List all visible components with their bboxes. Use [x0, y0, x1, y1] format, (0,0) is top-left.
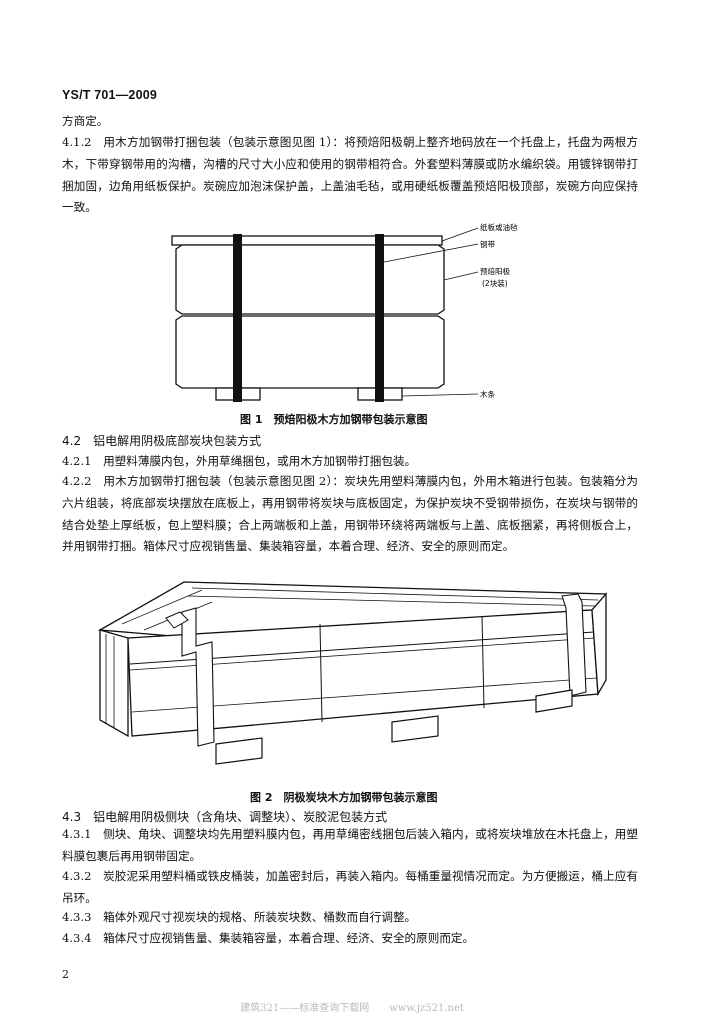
paragraph-4-3-2: 4.3.2 炭胶泥采用塑料桶或铁皮桶装，加盖密封后，再装入箱内。每桶重量视情况而… [62, 869, 638, 905]
section-heading-4-3: 4.3 铝电解用阴极侧块（含角块、调整块）、炭胶泥包装方式 [62, 810, 388, 824]
standard-code-header: YS/T 701—2009 [62, 88, 158, 102]
paragraph-4-3-1: 4.3.1 侧块、角块、调整块均先用塑料膜内包，再用草绳密线捆包后装入箱内，或将… [62, 827, 638, 863]
paragraph-4-3-4: 4.3.4 箱体尺寸应视销售量、集装箱容量，本着合理、经济、安全的原则而定。 [62, 931, 475, 945]
figure-1-caption: 图 1 预焙阳极木方加钢带包装示意图 [240, 413, 428, 426]
label-cover: 纸板或油毡 [480, 222, 518, 232]
paragraph-4-1-2: 4.1.2 用木方加钢带打捆包装（包装示意图见图 1）：将预焙阳极朝上整齐地码放… [62, 135, 638, 215]
paragraph-4-2-2: 4.2.2 用木方加钢带打捆包装（包装示意图见图 2）：炭块先用塑料薄膜内包，外… [62, 474, 638, 554]
page-number: 2 [62, 968, 69, 981]
label-strap: 钢带 [480, 239, 495, 249]
paragraph-4-3-3: 4.3.3 箱体外观尺寸视炭块的规格、所装炭块数、桶数而自行调整。 [62, 910, 417, 924]
paragraph-continuation: 方商定。 [62, 114, 109, 128]
footer-watermark: 建筑321——标准查询下载网 www.jz521.net [240, 1003, 464, 1014]
paragraph-4-2-1: 4.2.1 用塑料薄膜内包，外用草绳捆包，或用木方加钢带打捆包装。 [62, 454, 417, 468]
figure-1-anode-package-diagram: 纸板或油毡 钢带 预焙阳极 (2块装) 木条 [171, 222, 518, 402]
label-anode-sub: (2块装) [482, 278, 508, 288]
section-heading-4-2: 4.2 铝电解用阴极底部炭块包装方式 [62, 434, 262, 448]
figure-2-cathode-crate-diagram [97, 581, 608, 765]
label-bar: 木条 [480, 389, 495, 399]
figure-2-caption: 图 2 阴极炭块木方加钢带包装示意图 [250, 791, 438, 804]
label-anode: 预焙阳极 [480, 266, 510, 276]
